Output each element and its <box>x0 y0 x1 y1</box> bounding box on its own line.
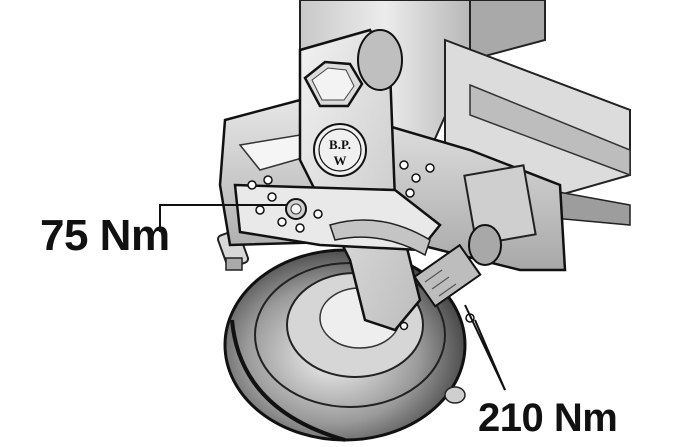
torque-label-210nm: 210 Nm <box>478 396 618 440</box>
bolt-75nm <box>285 198 307 220</box>
bpw-logo: B.P. W <box>313 123 367 177</box>
leader-lines-210nm <box>464 304 506 391</box>
threaded-shaft <box>413 224 502 308</box>
logo-text-top: B.P. <box>329 137 351 152</box>
torque-label-75nm: 75 Nm <box>40 211 170 260</box>
bolt-holes <box>247 160 475 331</box>
leader-line-75nm <box>159 204 286 232</box>
hex-bolt <box>303 60 364 108</box>
logo-text-bottom: W <box>334 153 347 168</box>
pivot-cap <box>357 29 403 91</box>
